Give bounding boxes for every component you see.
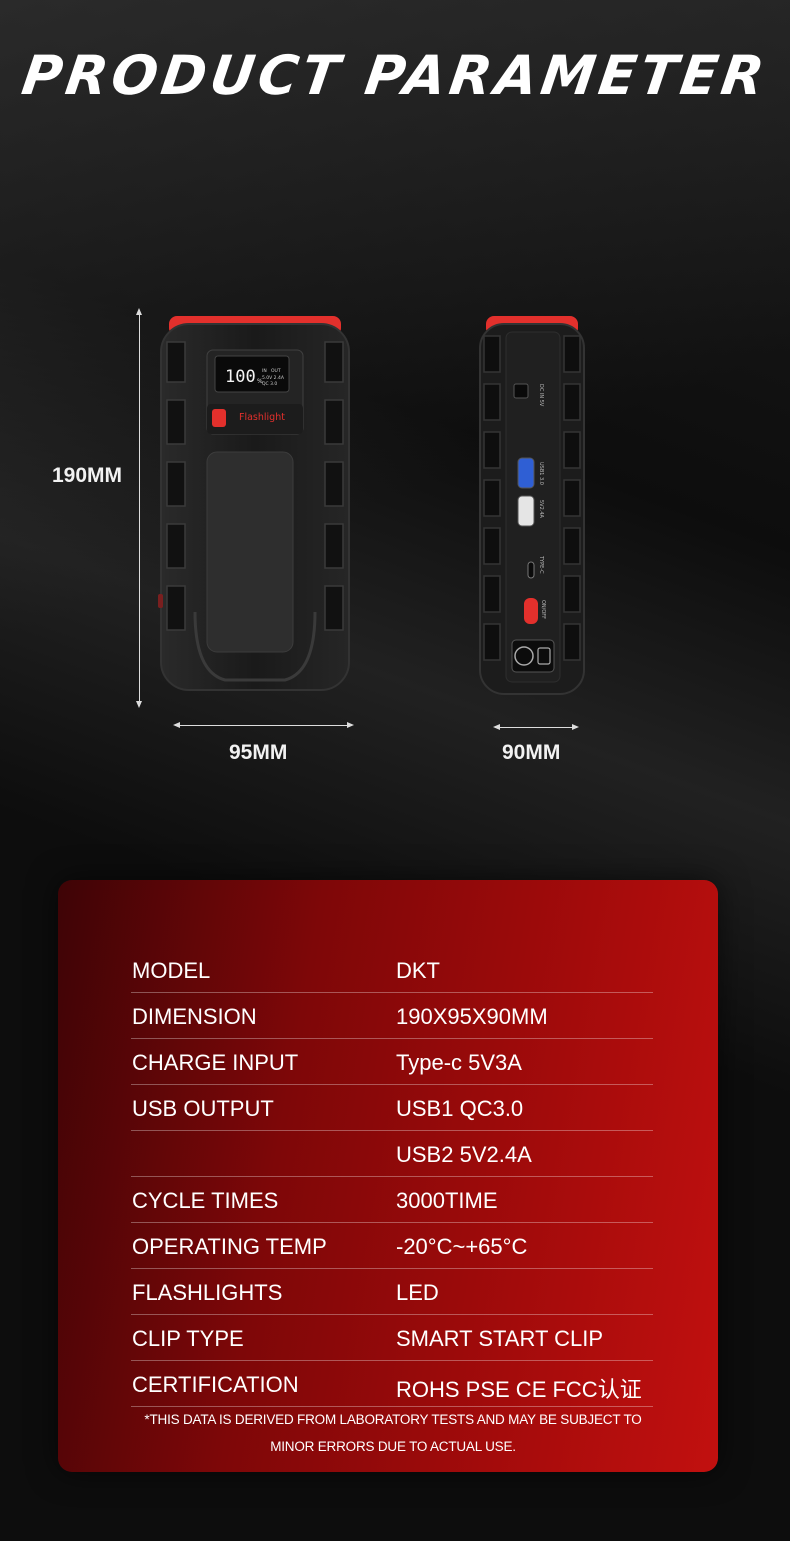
- spec-value: DKT: [396, 958, 440, 983]
- display-in: IN: [262, 368, 267, 374]
- disclaimer-line-2: MINOR ERRORS DUE TO ACTUAL USE.: [270, 1439, 516, 1454]
- spec-key: CHARGE INPUT: [132, 1050, 299, 1075]
- spec-key: OPERATING TEMP: [132, 1234, 327, 1259]
- display-unit: %: [257, 378, 263, 385]
- spec-row-clip-type: CLIP TYPE SMART START CLIP: [131, 1315, 653, 1361]
- spec-key: CYCLE TIMES: [132, 1188, 279, 1213]
- spec-value: LED: [396, 1280, 439, 1305]
- spec-row-operating-temp: OPERATING TEMP -20°C~+65°C: [131, 1223, 653, 1269]
- flashlight-icon: [212, 409, 226, 427]
- spec-value: 190X95X90MM: [396, 1004, 548, 1029]
- side-label-usb1: USB1 3.0: [538, 462, 544, 485]
- spec-key: DIMENSION: [132, 1004, 257, 1029]
- depth-arrow: [493, 724, 579, 730]
- spec-panel: [58, 880, 718, 1472]
- depth-label: 90MM: [502, 741, 561, 764]
- spec-value: USB1 QC3.0: [396, 1096, 524, 1121]
- spec-value: SMART START CLIP: [396, 1326, 604, 1351]
- spec-row-certification: CERTIFICATION ROHS PSE CE FCC认证: [131, 1361, 653, 1407]
- disclaimer-note: *THIS DATA IS DERIVED FROM LABORATORY TE…: [130, 1406, 656, 1460]
- typec-port: [527, 561, 535, 579]
- spec-value: -20°C~+65°C: [396, 1234, 528, 1259]
- spec-row-cycle-times: CYCLE TIMES 3000TIME: [131, 1177, 653, 1223]
- spec-row-dimension: DIMENSION 190X95X90MM: [131, 993, 653, 1039]
- dc-in-port: [513, 383, 529, 399]
- side-label-onoff: ON/OFF: [540, 600, 546, 619]
- side-label-typec: TYPE-C: [538, 555, 544, 574]
- spec-row-charge-input: CHARGE INPUT Type-c 5V3A: [131, 1039, 653, 1085]
- disclaimer-line-1: *THIS DATA IS DERIVED FROM LABORATORY TE…: [144, 1412, 642, 1427]
- width-arrow: [173, 722, 354, 728]
- flashlight-label: Flashlight: [239, 412, 285, 423]
- usb2-port: [517, 495, 535, 527]
- display-spec2: QC 3.0: [262, 381, 277, 387]
- car-icon: [537, 647, 551, 665]
- usb1-port: [517, 457, 535, 489]
- spec-table: MODEL DKT DIMENSION 190X95X90MM CHARGE I…: [131, 947, 653, 1407]
- spec-key: FLASHLIGHTS: [132, 1280, 283, 1305]
- width-label: 95MM: [229, 741, 288, 764]
- spec-value: 3000TIME: [396, 1188, 498, 1213]
- badge-icon: [514, 646, 534, 666]
- power-button: [524, 598, 538, 624]
- spec-row-usb2: USB2 5V2.4A: [131, 1131, 653, 1177]
- spec-row-usb-output: USB OUTPUT USB1 QC3.0: [131, 1085, 653, 1131]
- height-arrow: [136, 308, 142, 708]
- side-label-usb2: 5V2.4A: [538, 500, 544, 519]
- spec-row-flashlights: FLASHLIGHTS LED: [131, 1269, 653, 1315]
- spec-key: CERTIFICATION: [132, 1372, 299, 1397]
- spec-key: USB OUTPUT: [132, 1096, 274, 1121]
- spec-key: CLIP TYPE: [132, 1326, 244, 1351]
- display-spec1: 5.0V 2.4A: [262, 375, 285, 381]
- page-title: PRODUCT PARAMETER: [18, 44, 772, 107]
- height-label: 190MM: [52, 464, 123, 487]
- spec-key: MODEL: [132, 958, 211, 983]
- device-front-view: 100 % IN OUT 5.0V 2.4A QC 3.0 Flashlight: [158, 316, 350, 691]
- spec-value: ROHS PSE CE FCC认证: [396, 1377, 642, 1402]
- display-out: OUT: [271, 368, 281, 374]
- spec-row-model: MODEL DKT: [131, 947, 653, 993]
- display-percentage: 100: [225, 367, 256, 387]
- spec-value: USB2 5V2.4A: [396, 1142, 532, 1167]
- device-side-view: DC IN 5V USB1 3.0 5V2.4A TYPE-C ON/OFF: [479, 316, 585, 695]
- spec-value: Type-c 5V3A: [396, 1050, 522, 1075]
- side-label-dcin: DC IN 5V: [538, 384, 544, 407]
